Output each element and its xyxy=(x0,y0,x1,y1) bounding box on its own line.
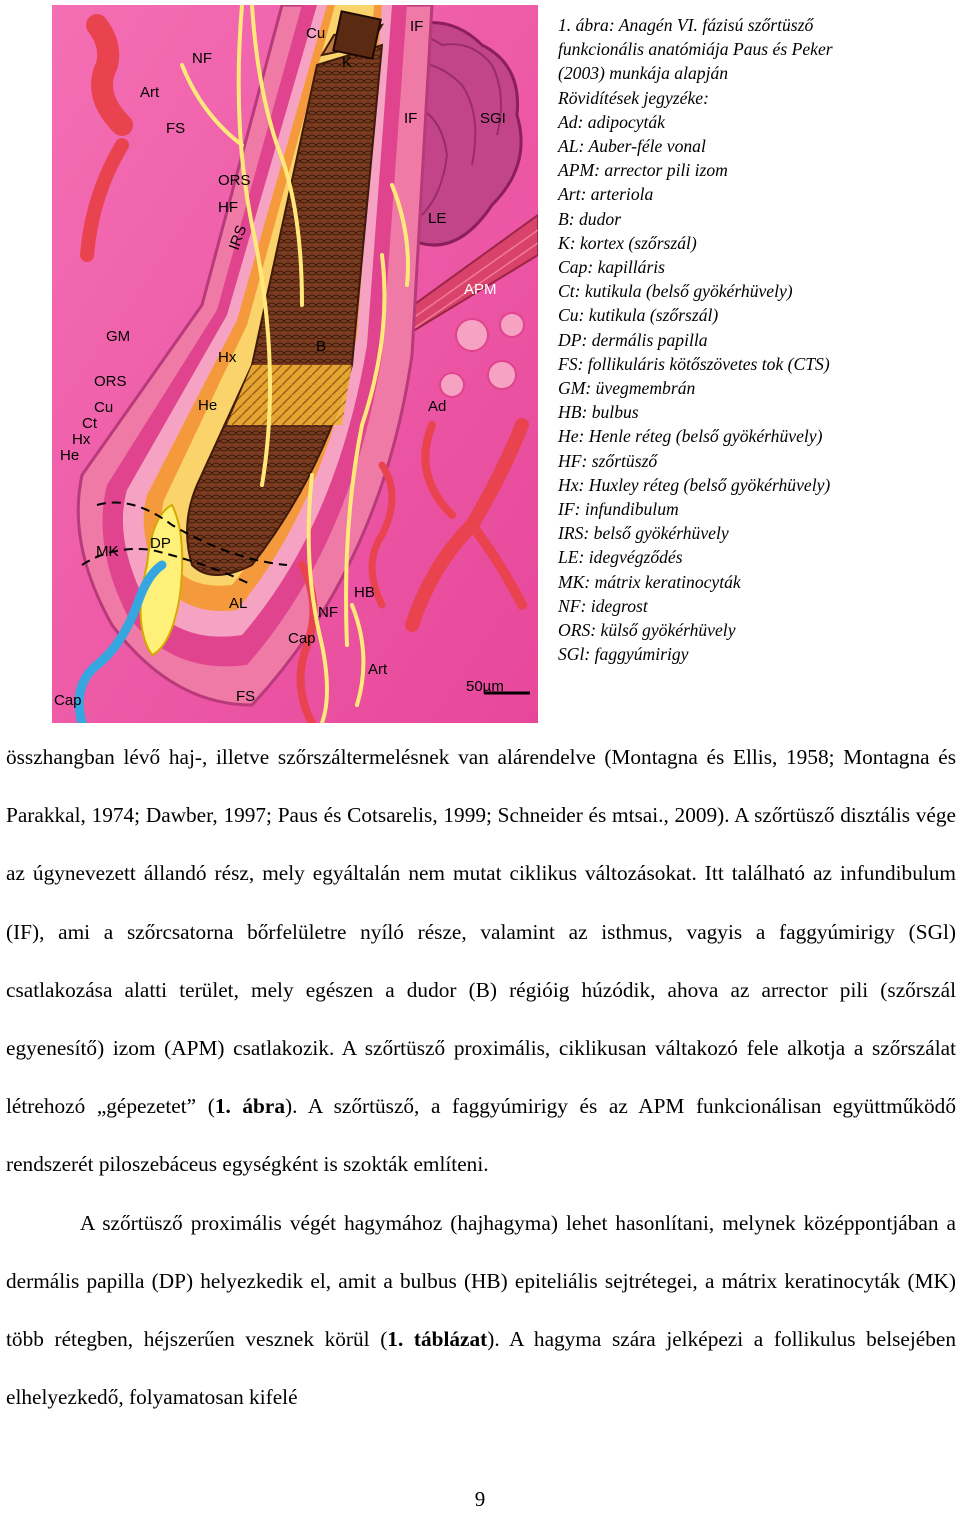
label-ors-left: ORS xyxy=(94,373,127,390)
abbreviation-item: Art: arteriola xyxy=(558,184,654,205)
abbreviation-item: Cu: kutikula (szőrszál) xyxy=(558,305,719,326)
label-hb: HB xyxy=(354,584,375,601)
label-art-bot: Art xyxy=(368,661,388,678)
label-if-mid: IF xyxy=(404,110,417,127)
label-nf-top: NF xyxy=(192,50,212,67)
abbreviation-item: ORS: külső gyökérhüvely xyxy=(558,620,736,641)
label-gm: GM xyxy=(106,328,130,345)
bulb-line xyxy=(96,501,288,566)
figure-caption-line-1: 1. ábra: Anagén VI. fázisú szőrtüsző xyxy=(558,15,814,35)
paragraph-1: összhangban lévő haj-, illetve szőrszált… xyxy=(6,728,956,1194)
label-al: AL xyxy=(229,595,247,612)
label-scale: 50µm xyxy=(466,678,504,695)
table-reference: 1. táblázat xyxy=(387,1327,488,1352)
abbreviation-item: B: dudor xyxy=(558,208,622,229)
label-nf-bot: NF xyxy=(318,604,338,621)
hair-shaft xyxy=(186,10,385,576)
abbreviation-item: HB: bulbus xyxy=(558,402,639,423)
label-he-mid: He xyxy=(198,397,217,414)
abbreviation-item: NF: idegrost xyxy=(558,595,648,616)
adipocytes xyxy=(439,312,525,398)
label-cu-left: Cu xyxy=(94,399,113,416)
label-he-left: He xyxy=(60,447,79,464)
paragraph-2-text-a: A szőrtüsző proximális végét hagymához (… xyxy=(6,1210,956,1352)
abbreviation-title: Rövidítések jegyzéke: xyxy=(558,87,709,108)
label-cap-bot: Cap xyxy=(54,692,82,709)
paragraph-1-text-b: ). A szőrtüsző, a faggyúmirigy és az APM… xyxy=(6,1094,956,1177)
paragraph-2: A szőrtüsző proximális végét hagymához (… xyxy=(6,1194,956,1427)
label-art-top: Art xyxy=(140,84,160,101)
label-fs-bot: FS xyxy=(236,688,255,705)
label-dp: DP xyxy=(150,535,171,552)
label-apm: APM xyxy=(464,281,497,298)
label-if-top: IF xyxy=(410,18,423,35)
figure-reference: 1. ábra xyxy=(214,1094,285,1119)
abbreviation-item: LE: idegvégződés xyxy=(558,547,683,568)
figure-caption-line-3: (2003) munkája alapján xyxy=(558,63,729,84)
label-cap-mid: Cap xyxy=(288,630,316,647)
abbreviation-item: Ct: kutikula (belső gyökérhüvely) xyxy=(558,281,793,302)
label-ors-top: ORS xyxy=(218,172,251,189)
nerve-fibers xyxy=(180,5,410,723)
label-le: LE xyxy=(428,210,446,227)
abbreviation-item: K: kortex (szőrszál) xyxy=(558,232,697,253)
abbreviation-item: He: Henle réteg (belső gyökérhüvely) xyxy=(558,426,823,447)
label-hf: HF xyxy=(218,199,238,216)
abbreviation-item: Cap: kapilláris xyxy=(558,257,666,278)
abbreviation-item: AL: Auber-féle vonal xyxy=(558,136,706,157)
dermal-papilla xyxy=(139,503,184,657)
abbreviation-item: Hx: Huxley réteg (belső gyökérhüvely) xyxy=(558,474,831,495)
hair-follicle-figure: Cu K IF NF Art FS IF SGI ORS HF IRS LE A… xyxy=(52,5,538,723)
label-k: K xyxy=(342,54,352,71)
abbreviation-item: HF: szőrtüsző xyxy=(558,450,658,471)
label-cu: Cu xyxy=(306,25,325,42)
abbreviation-item: Ad: adipocyták xyxy=(558,111,665,132)
abbreviation-item: GM: üvegmembrán xyxy=(558,378,696,399)
label-mk: MK xyxy=(96,543,119,560)
page-number: 9 xyxy=(474,1487,486,1511)
capillary xyxy=(74,560,167,723)
label-b: B xyxy=(316,338,326,355)
label-hx: Hx xyxy=(218,349,237,366)
abbreviation-item: MK: mátrix keratinocyták xyxy=(558,571,741,592)
figure-legend: 1. ábra: Anagén VI. fázisú szőrtüsző fun… xyxy=(558,13,948,666)
abbreviation-item: APM: arrector pili izom xyxy=(558,160,728,181)
paragraph-1-text-a: összhangban lévő haj-, illetve szőrszált… xyxy=(6,745,956,1119)
auber-line xyxy=(81,548,253,586)
label-sgi: SGI xyxy=(480,110,506,127)
abbreviation-item: SGl: faggyúmirigy xyxy=(558,644,689,665)
abbreviation-item: FS: follikuláris kötőszövetes tok (CTS) xyxy=(558,353,830,374)
figure-caption-line-2: funkcionális anatómiája Paus és Peker xyxy=(558,39,833,60)
label-ad: Ad xyxy=(428,398,446,415)
body-text: összhangban lévő haj-, illetve szőrszált… xyxy=(6,728,956,1426)
label-hx-left: Hx xyxy=(72,431,91,448)
label-fs-top: FS xyxy=(166,120,185,137)
abbreviation-item: DP: dermális papilla xyxy=(558,329,708,350)
paragraph-2-text-b: ). A hagyma szára jelképezi a follikulus… xyxy=(6,1327,957,1410)
abbreviation-item: IF: infundibulum xyxy=(558,499,679,520)
label-ct: Ct xyxy=(82,415,98,432)
hair-follicle-diagram: Cu K IF NF Art FS IF SGI ORS HF IRS LE A… xyxy=(52,5,538,723)
abbreviation-item: IRS: belső gyökérhüvely xyxy=(558,523,729,544)
